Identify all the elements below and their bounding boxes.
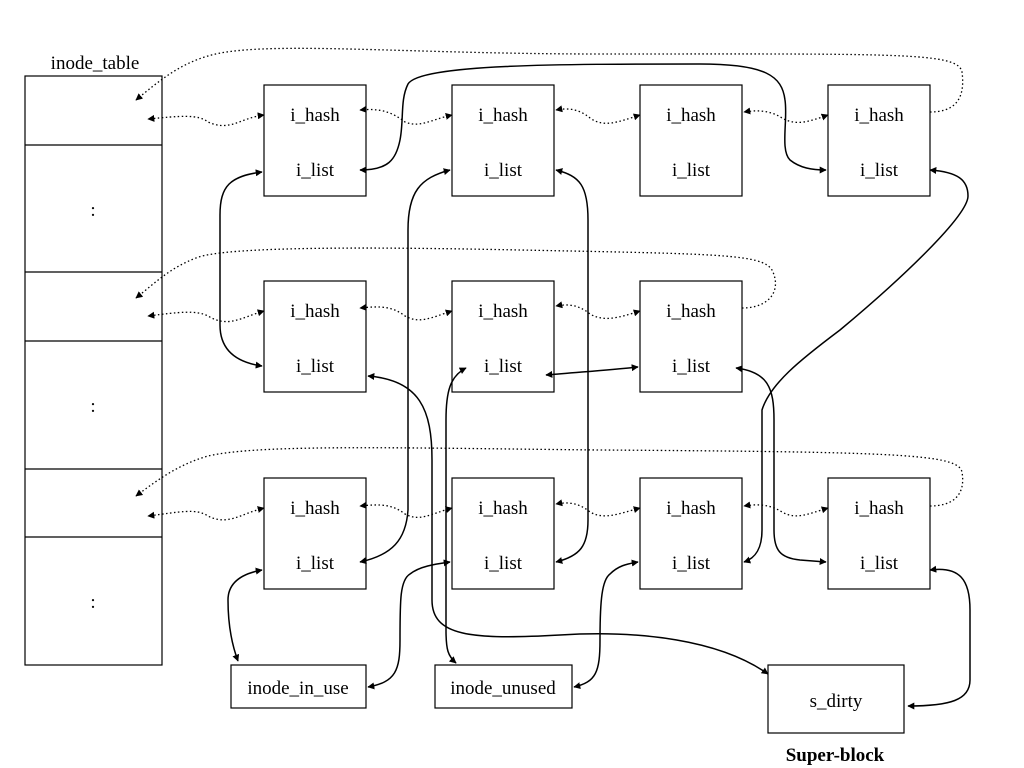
i-hash-label: i_hash: [290, 301, 340, 322]
inode-box: i_hash i_list: [263, 477, 367, 590]
inode-box: i_hash i_list: [451, 280, 555, 393]
i-hash-label: i_hash: [666, 105, 716, 126]
hash-link: [135, 47, 964, 113]
hash-link: [743, 501, 829, 517]
hash-link: [743, 107, 829, 124]
i-hash-label: i_hash: [478, 105, 528, 126]
hash-link: [555, 105, 641, 124]
inode-box: i_hash i_list: [263, 280, 367, 393]
i-hash-label: i_hash: [854, 498, 904, 519]
svg-text:inode_in_use: inode_in_use: [247, 678, 348, 699]
table-ellipsis: :: [90, 396, 95, 417]
hash-link: [147, 112, 265, 127]
i-list-label: i_list: [860, 553, 899, 574]
hash-link: [147, 309, 265, 323]
hash-link: [359, 303, 453, 321]
hash-link: [359, 501, 453, 518]
inode-box: i_hash i_list: [639, 84, 743, 197]
inode-in-use-head: inode_in_use: [230, 664, 367, 709]
list-link: [367, 372, 769, 675]
list-link: [227, 567, 263, 662]
list-links: [219, 63, 971, 710]
s-dirty-head: s_dirty: [767, 664, 905, 734]
inode-box: i_hash i_list: [827, 477, 931, 590]
svg-text:inode_unused: inode_unused: [450, 678, 556, 699]
i-list-label: i_list: [296, 356, 335, 377]
i-list-label: i_list: [672, 553, 711, 574]
inode-box: i_hash i_list: [639, 477, 743, 590]
list-link: [555, 168, 589, 564]
i-hash-label: i_hash: [666, 301, 716, 322]
i-hash-label: i_hash: [290, 498, 340, 519]
i-list-label: i_list: [484, 356, 523, 377]
hash-link: [359, 105, 453, 125]
inode-unused-head: inode_unused: [434, 664, 573, 709]
i-list-label: i_list: [860, 160, 899, 181]
inode-box: i_hash i_list: [263, 84, 367, 197]
i-hash-label: i_hash: [478, 498, 528, 519]
list-link: [359, 63, 827, 174]
i-hash-label: i_hash: [290, 105, 340, 126]
list-link: [359, 168, 451, 565]
i-list-label: i_list: [484, 553, 523, 574]
svg-text:s_dirty: s_dirty: [810, 691, 863, 712]
i-hash-label: i_hash: [854, 105, 904, 126]
list-link: [545, 364, 639, 378]
list-link: [735, 365, 827, 566]
list-link: [907, 565, 971, 710]
i-hash-label: i_hash: [478, 301, 528, 322]
hash-link: [555, 499, 641, 517]
inode-box: i_hash i_list: [827, 84, 931, 197]
table-ellipsis: :: [90, 200, 95, 221]
list-link: [573, 559, 639, 690]
inode-table-title: inode_table: [51, 53, 140, 74]
hash-link: [555, 301, 641, 320]
i-list-label: i_list: [672, 160, 711, 181]
inode-box: i_hash i_list: [451, 84, 555, 197]
table-ellipsis: :: [90, 592, 95, 613]
inode-box: i_hash i_list: [639, 280, 743, 393]
list-link: [219, 169, 263, 369]
super-block-label: Super-block: [786, 745, 885, 766]
hash-link: [147, 506, 265, 521]
i-list-label: i_list: [672, 356, 711, 377]
i-list-label: i_list: [484, 160, 523, 181]
i-hash-label: i_hash: [666, 498, 716, 519]
i-list-label: i_list: [296, 553, 335, 574]
inode-box: i_hash i_list: [451, 477, 555, 590]
i-list-label: i_list: [296, 160, 335, 181]
inode-table: [24, 75, 163, 666]
